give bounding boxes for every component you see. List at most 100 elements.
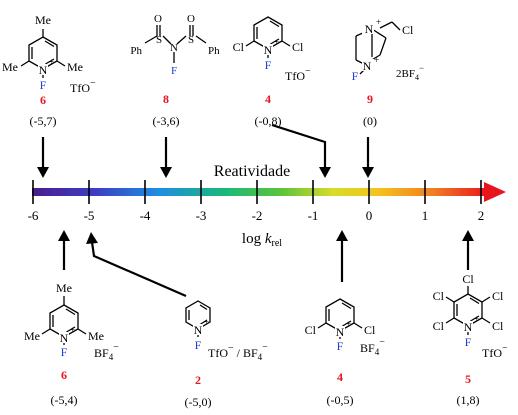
counterion: TfO− (70, 78, 96, 95)
nitrogen-bottom: N (363, 59, 372, 73)
compound-value: (0) (363, 114, 377, 128)
arrowhead-2-bottom (86, 232, 98, 244)
nitrogen-top: N (365, 22, 374, 36)
nitrogen-charge: + (346, 319, 351, 329)
compound-value: (-5,7) (30, 114, 57, 128)
counterion: TfO− (482, 343, 508, 360)
subst-ortho-left-cl: Cl (305, 323, 317, 337)
fluorine-atom: F (465, 335, 472, 349)
axis-tick-label: -2 (252, 208, 263, 223)
axis-tick-label: -6 (28, 208, 39, 223)
compound-6-bottom: Me Me Me N + F BF4− 6 (-5,4) (24, 281, 119, 407)
imide-nitrogen: N (170, 42, 178, 54)
subst-meta-left-cl: Cl (433, 289, 445, 303)
compound-value: (-5,0) (185, 395, 212, 409)
subst-para-me: Me (56, 281, 72, 295)
compound-value: (1,8) (457, 393, 480, 407)
pointer-arrows (37, 123, 474, 298)
ring-nitrogen: N (39, 63, 48, 77)
xlabel-prefix: log (242, 231, 265, 247)
subst-ortho-right-me: Me (67, 60, 83, 74)
subst-para-me: Me (35, 13, 51, 27)
xlabel-k: k (265, 231, 272, 247)
counterion: TfO− / BF4− (208, 342, 268, 362)
fluorine-atom: F (61, 345, 68, 359)
nitrogen-top-charge: + (376, 17, 381, 27)
fluorine-atom: F (171, 65, 177, 77)
axis-arrow-tip (484, 182, 506, 202)
ph-left: Ph (130, 45, 142, 57)
subst-ortho-left-me: Me (2, 60, 18, 74)
arrowhead-9-top (362, 167, 374, 178)
nitrogen-bottom-charge: + (374, 55, 379, 65)
counterion: BF4− (360, 337, 385, 357)
sulfur-left: S (156, 34, 162, 46)
arrowhead-6-bottom (58, 230, 70, 241)
axis-tick-label: -5 (84, 208, 95, 223)
nitrogen-charge: + (274, 37, 279, 47)
compound-number: 6 (61, 368, 67, 382)
axis-title: Reatividade (214, 163, 290, 180)
compound-number: 4 (337, 370, 343, 384)
nitrogen-charge: + (70, 325, 75, 335)
compound-number: 4 (265, 92, 271, 106)
subst-ortho-right-cl: Cl (364, 323, 376, 337)
compound-value: (-5,4) (51, 393, 78, 407)
counterion: BF4− (94, 342, 119, 362)
oxygen-left: O (154, 13, 162, 25)
fluorine-atom: F (195, 338, 202, 352)
subst-meta-right-cl: Cl (492, 289, 504, 303)
subst-ortho-left-me: Me (24, 329, 40, 343)
ring-nitrogen: N (194, 323, 203, 337)
subst-ortho-left-cl: Cl (433, 319, 445, 333)
compound-number: 2 (195, 373, 201, 387)
nitrogen-charge: + (204, 317, 209, 327)
ph-right: Ph (208, 45, 220, 57)
arrowhead-4-bottom (336, 230, 348, 241)
subst-ortho-right-cl: Cl (492, 319, 504, 333)
compound-number: 9 (367, 92, 373, 106)
fluorine-atom: F (352, 69, 359, 83)
sulfur-right: S (188, 34, 194, 46)
compound-value: (-0,5) (327, 393, 354, 407)
compound-2-bottom: N + F TfO− / BF4− 2 (-5,0) (185, 300, 268, 409)
ring-nitrogen: N (60, 331, 69, 345)
ring-nitrogen: N (336, 325, 345, 339)
compound-value: (-0,8) (255, 114, 282, 128)
oxygen-right: O (187, 13, 195, 25)
compound-6-top: Me Me Me N + F TfO− 6 (-5,7) (2, 13, 96, 128)
subst-ortho-right-cl: Cl (292, 40, 304, 54)
pyridinium-ring (20, 29, 66, 78)
compound-8-top: Ph S O N S O Ph F 8 (-3,6) (130, 13, 220, 128)
xlabel-sub: rel (272, 238, 283, 249)
arrowhead-5-bottom (462, 230, 474, 241)
fluorine-atom: F (265, 58, 272, 72)
axis-xlabel: log krel (242, 231, 282, 249)
arrowhead-6-top (37, 167, 49, 178)
ring-nitrogen: N (264, 43, 273, 57)
axis-tick-label: 0 (366, 208, 373, 223)
compound-4-bottom: Cl Cl N + F BF4− 4 (-0,5) (305, 298, 385, 407)
compound-number: 6 (40, 93, 46, 107)
subst-ortho-right-me: Me (88, 329, 104, 343)
compound-value: (-3,6) (153, 114, 180, 128)
nitrogen-charge: + (474, 314, 479, 324)
arrow-4-top (271, 123, 327, 168)
compound-number: 5 (465, 372, 471, 386)
spectrum-bar (32, 188, 488, 196)
subst-ortho-left-cl: Cl (233, 40, 245, 54)
ring-nitrogen: N (464, 320, 473, 334)
axis-tick-label: 1 (422, 208, 429, 223)
fluorine-atom: F (40, 78, 47, 92)
arrow-2-bottom (90, 241, 187, 298)
compound-number: 8 (163, 92, 169, 106)
arrowhead-8-top (160, 167, 172, 178)
chlorine-atom: Cl (402, 23, 414, 37)
axis-tick-label: 2 (478, 208, 485, 223)
subst-para-cl: Cl (462, 272, 474, 286)
counterion: TfO− (285, 66, 311, 83)
axis-tick-label: -1 (308, 208, 319, 223)
compound-5-bottom: Cl Cl Cl Cl Cl N + F TfO− 5 (1,8) (433, 272, 508, 407)
